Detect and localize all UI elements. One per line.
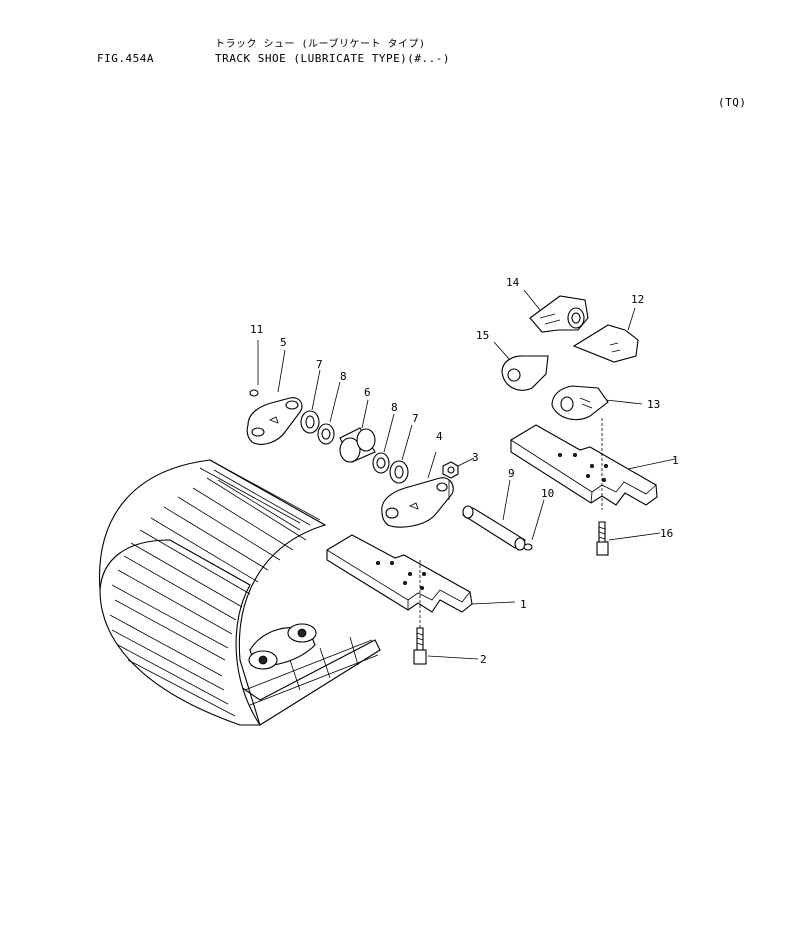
part-9-pin <box>462 479 526 551</box>
title-english: TRACK SHOE (LUBRICATE TYPE)(#..-) <box>215 52 451 65</box>
part-1-shoe-back <box>510 418 676 510</box>
callout-16: 16 <box>660 527 673 540</box>
part-2-bolt <box>413 627 479 665</box>
part-16-bolt <box>596 521 661 556</box>
callout-4: 4 <box>436 430 443 443</box>
callout-8-right: 8 <box>391 401 398 414</box>
assembled-track-illustration <box>98 459 381 726</box>
callout-13: 13 <box>647 398 660 411</box>
callout-12: 12 <box>631 293 644 306</box>
callout-8-left: 8 <box>340 370 347 383</box>
callout-labels: 1 1 2 3 4 5 6 7 7 8 8 9 10 11 12 13 14 1… <box>250 276 679 666</box>
callout-7-right: 7 <box>412 412 419 425</box>
part-1-shoe-front <box>326 534 516 640</box>
model-code: (TQ) <box>718 96 747 109</box>
part-4-link <box>381 451 454 528</box>
callout-6: 6 <box>364 386 371 399</box>
callout-1-back: 1 <box>672 454 679 467</box>
title-japanese: トラック シュー (ルーブリケート タイプ) <box>215 39 426 50</box>
part-14-master-link <box>523 289 589 333</box>
part-5-link <box>246 349 303 445</box>
part-12-master-link <box>572 307 639 363</box>
callout-11: 11 <box>250 323 263 336</box>
callout-15: 15 <box>476 329 489 342</box>
callout-3: 3 <box>472 451 479 464</box>
part-15-master-link <box>493 341 549 391</box>
figure-label: FIG.454A <box>97 52 154 65</box>
part-3-nut <box>442 457 475 500</box>
callout-2: 2 <box>480 653 487 666</box>
part-11-plug <box>249 340 259 397</box>
callout-7-left: 7 <box>316 358 323 371</box>
callout-9: 9 <box>508 467 515 480</box>
part-10-plug <box>523 499 545 551</box>
part-13-master-link <box>551 385 643 421</box>
part-7-seal-right <box>389 424 413 484</box>
callout-10: 10 <box>541 487 554 500</box>
callout-5: 5 <box>280 336 287 349</box>
part-6-bushing <box>339 399 376 463</box>
callout-14: 14 <box>506 276 520 289</box>
part-8-spacer-right <box>372 413 395 474</box>
part-7-seal-left <box>300 369 321 434</box>
part-8-spacer-left <box>317 381 341 445</box>
callout-1-front: 1 <box>520 598 527 611</box>
